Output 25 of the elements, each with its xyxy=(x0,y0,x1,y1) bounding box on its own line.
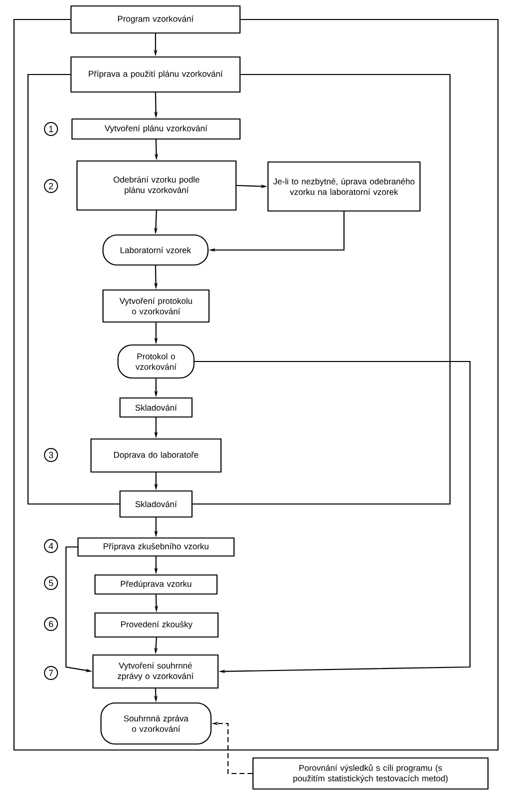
process-box: Doprava do laboratoře xyxy=(90,438,222,473)
callout-number: 4 xyxy=(44,539,58,553)
arrow xyxy=(194,360,471,674)
callout-number: 6 xyxy=(44,617,58,631)
process-box: Program vzorkování xyxy=(70,5,241,34)
process-box: Provedení zkoušky xyxy=(94,612,219,638)
process-box: Vytvoření plánu vzorkování xyxy=(71,118,241,140)
process-box: Porovnání výsledků s cíli programu (s použitím statistických testovacích metod) xyxy=(252,757,489,790)
callout-number: 3 xyxy=(44,448,58,462)
process-box: Skladování xyxy=(119,397,193,418)
callout-number: 2 xyxy=(44,179,58,193)
process-box: Odebrání vzorku podle plánu vzorkování xyxy=(76,160,237,211)
terminal-box: Souhrnná zpráva o vzorkování xyxy=(100,702,212,745)
process-box: Vytvoření souhrnné zprávy o vzorkování xyxy=(92,654,219,689)
process-box: Vytvoření protokolu o vzorkování xyxy=(102,289,210,323)
process-box: Skladování xyxy=(119,490,193,518)
terminal-box: Protokol o vzorkování xyxy=(117,344,195,379)
process-box: Předúprava vzorku xyxy=(94,574,218,595)
callout-number: 5 xyxy=(44,576,58,590)
callout-number: 1 xyxy=(44,122,58,136)
callout-number: 7 xyxy=(44,666,58,680)
process-box: Je-li to nezbytné, úprava odebraného vzorku na laboratorní vzorek xyxy=(267,161,421,212)
process-box: Příprava zkušebního vzorku xyxy=(77,537,235,557)
process-box: Příprava a použití plánu vzorkování xyxy=(70,56,241,93)
terminal-box: Laboratorní vzorek xyxy=(102,234,209,266)
